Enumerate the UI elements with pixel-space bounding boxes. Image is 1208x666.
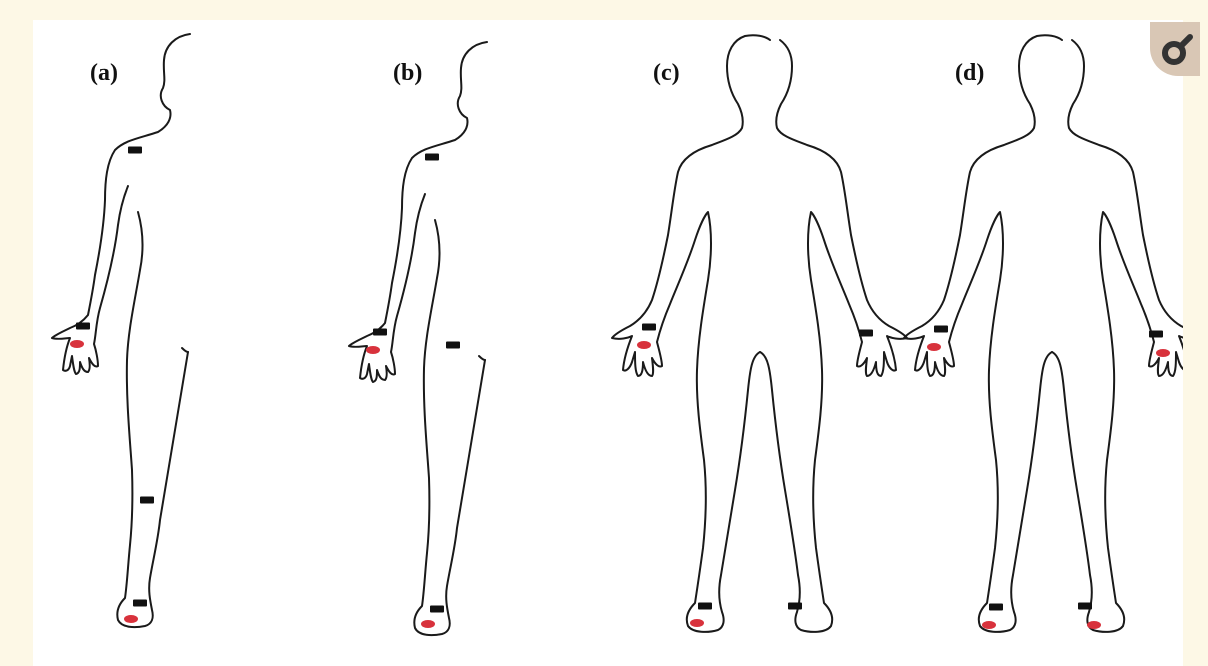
electrode-marker — [698, 603, 712, 610]
front-body-outline — [904, 35, 1183, 632]
electrode-marker — [642, 324, 656, 331]
panel-d-front-body — [904, 35, 1183, 632]
side-body-outline — [349, 42, 487, 635]
site-marker — [690, 619, 704, 627]
electrode-marker — [128, 147, 142, 154]
electrode-marker — [373, 329, 387, 336]
side-body-outline — [52, 34, 190, 627]
site-marker — [927, 343, 941, 351]
electrode-marker — [140, 497, 154, 504]
panel-b-side-body — [349, 42, 487, 635]
site-marker — [70, 340, 84, 348]
site-marker — [1087, 621, 1101, 629]
panel-c-front-body — [612, 35, 907, 632]
electrode-marker — [1078, 603, 1092, 610]
electrode-marker — [859, 330, 873, 337]
site-marker — [982, 621, 996, 629]
electrode-marker — [934, 326, 948, 333]
magnifier-icon — [1150, 22, 1200, 76]
site-marker — [421, 620, 435, 628]
zoom-button[interactable] — [1150, 22, 1200, 76]
electrode-marker — [425, 154, 439, 161]
site-marker — [1156, 349, 1170, 357]
site-marker — [637, 341, 651, 349]
figure-drawing — [33, 20, 1183, 666]
electrode-marker — [788, 603, 802, 610]
panel-b-markers — [366, 154, 460, 629]
panel-a-side-body — [52, 34, 190, 627]
electrode-marker — [133, 600, 147, 607]
electrode-marker — [446, 342, 460, 349]
electrode-marker — [1149, 331, 1163, 338]
electrode-marker — [76, 323, 90, 330]
body-diagram-figure: (a) (b) (c) (d) — [33, 20, 1183, 666]
electrode-marker — [430, 606, 444, 613]
electrode-marker — [989, 604, 1003, 611]
panel-d-markers — [927, 326, 1170, 630]
site-marker — [124, 615, 138, 623]
site-marker — [366, 346, 380, 354]
